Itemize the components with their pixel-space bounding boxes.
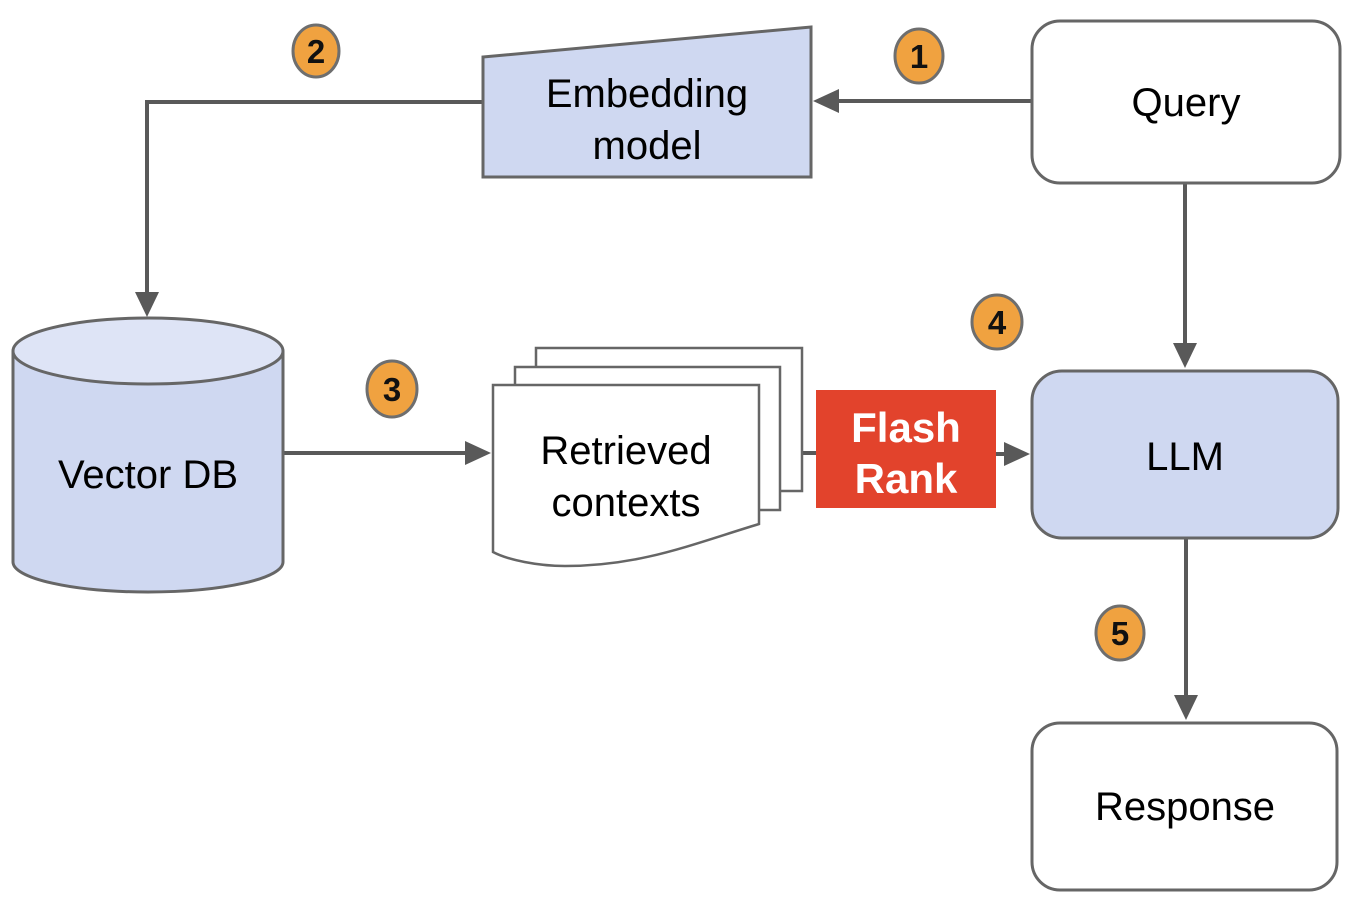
arrowhead-vectordb-to-contexts	[465, 441, 491, 465]
connectors	[135, 89, 1198, 720]
retrieved-contexts-label-line2: contexts	[552, 481, 701, 525]
step-badge-1-circle	[893, 27, 945, 85]
query-label: Query	[1132, 81, 1241, 125]
retrieved-contexts-label-line1: Retrieved	[540, 429, 711, 473]
step-badge-3: 3	[365, 359, 419, 419]
step-badge-4-circle	[970, 293, 1024, 351]
node-vector-db: Vector DB	[11, 316, 285, 594]
embedding-model-shape	[481, 25, 813, 179]
step-badge-2: 2	[291, 23, 341, 79]
vector-db-label: Vector DB	[58, 453, 238, 497]
flash-rank-box	[816, 390, 996, 508]
document-front	[491, 383, 761, 568]
arrowhead-query-to-embedding	[813, 89, 839, 113]
step-badge-3-circle	[365, 359, 419, 419]
response-label: Response	[1095, 785, 1275, 829]
node-flash-rank: Flash Rank	[816, 390, 996, 508]
step-badge-3-number: 3	[383, 371, 401, 408]
vector-db-cylinder-body	[13, 351, 283, 562]
step-badge-4-number: 4	[988, 304, 1007, 341]
embedding-model-label-line2: model	[593, 124, 702, 168]
step-badge-5-number: 5	[1111, 615, 1129, 652]
step-badge-5: 5	[1094, 604, 1146, 662]
step-badge-1-number: 1	[910, 38, 928, 75]
node-llm: LLM	[1030, 369, 1340, 540]
vector-db-cylinder-top	[11, 316, 285, 386]
response-box	[1030, 721, 1339, 892]
arrowhead-llm-to-response	[1174, 695, 1198, 720]
llm-label: LLM	[1146, 435, 1224, 479]
node-embedding-model: Embedding model	[481, 25, 813, 179]
flash-rank-label-line2: Rank	[855, 455, 958, 502]
arrow-embedding-to-vectordb	[145, 100, 483, 293]
flash-rank-label-line1: Flash	[851, 404, 961, 451]
node-retrieved-contexts: Retrieved contexts	[491, 346, 804, 568]
embedding-model-label-line1: Embedding	[546, 72, 748, 116]
step-badge-2-circle	[291, 23, 341, 79]
step-badge-2-number: 2	[307, 33, 325, 70]
arrowhead-embedding-to-vectordb	[135, 292, 159, 317]
arrowhead-query-to-llm	[1173, 343, 1197, 368]
step-badges: 1 2 3 4 5	[291, 23, 1146, 662]
step-badge-1: 1	[893, 27, 945, 85]
node-query: Query	[1030, 19, 1342, 185]
step-badge-5-circle	[1094, 604, 1146, 662]
arrowhead-flashrank-to-llm	[1004, 442, 1030, 466]
llm-box	[1030, 369, 1340, 540]
step-badge-4: 4	[970, 293, 1024, 351]
node-response: Response	[1030, 721, 1339, 892]
query-box	[1030, 19, 1342, 185]
